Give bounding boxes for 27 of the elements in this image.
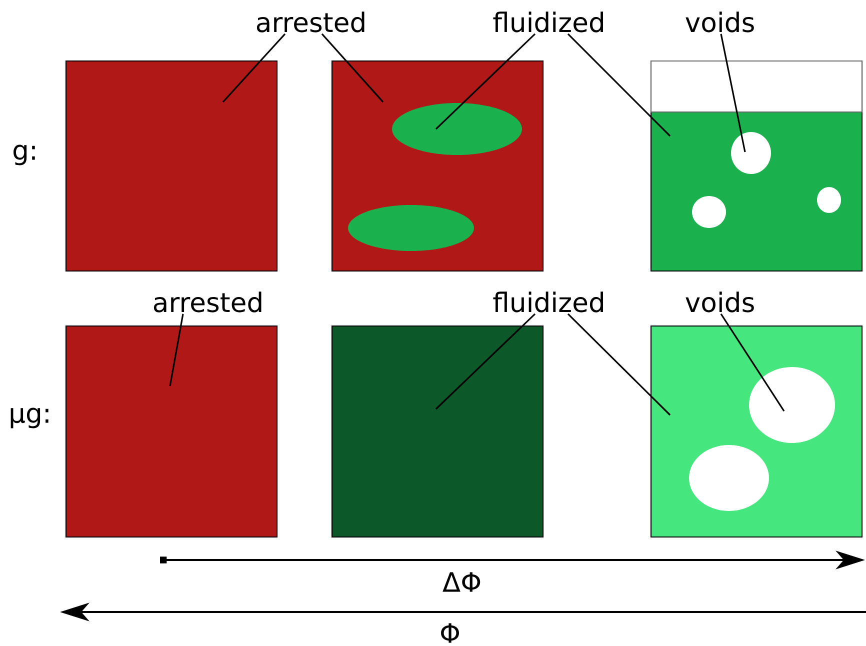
part-label: fluidized (493, 12, 603, 32)
void-circle (692, 196, 726, 228)
void-circle (731, 132, 772, 174)
region-ellipse (689, 445, 769, 511)
part-label: voids (686, 12, 754, 32)
leader-line (567, 313, 671, 416)
part-label: arrested (256, 12, 364, 32)
sample-square (65, 60, 278, 272)
region-ellipse (348, 205, 474, 251)
sample-square (331, 325, 544, 538)
leader-line (222, 33, 286, 103)
part-label: fluidized (493, 292, 603, 312)
sample-square (650, 60, 863, 272)
leader-line (321, 33, 384, 103)
row-label: g: (14, 144, 35, 166)
leader-line (435, 33, 536, 130)
arrow-label: Φ (441, 623, 459, 643)
arrow-label: ΔΦ (442, 572, 480, 592)
part-label: arrested (154, 292, 262, 312)
leader-line (435, 313, 536, 410)
region-ellipse (749, 367, 835, 443)
leader-line (720, 34, 746, 152)
sample-square (65, 325, 278, 538)
void-circle (817, 187, 842, 213)
part-label: voids (686, 292, 754, 312)
leader-line (567, 33, 671, 137)
region-ellipse (392, 103, 522, 155)
